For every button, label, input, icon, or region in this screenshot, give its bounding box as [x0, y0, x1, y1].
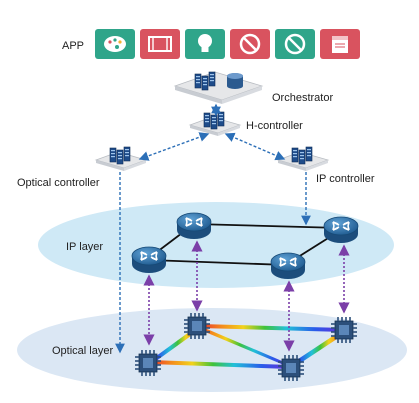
h-controller-label: H-controller	[246, 120, 303, 132]
film-icon	[148, 36, 172, 52]
app-label: APP	[62, 40, 84, 52]
app-tile-eye-slash[interactable]	[230, 29, 270, 59]
app-tile-film[interactable]	[140, 29, 180, 59]
router-icon	[270, 252, 306, 280]
lightbulb-icon	[198, 34, 212, 52]
router-icon	[176, 212, 212, 240]
optical-switch-icon	[277, 354, 305, 382]
palette-icon	[104, 36, 126, 52]
hcontroller-ip-link	[224, 132, 286, 161]
optical-controller-label: Optical controller	[17, 177, 100, 189]
database-icon	[227, 73, 243, 89]
optical-switch-icon	[330, 316, 358, 344]
app-bar	[95, 29, 360, 59]
document-icon	[332, 36, 348, 53]
orchestrator-label: Orchestrator	[272, 92, 333, 104]
ip-controller-node	[276, 146, 330, 171]
optical-layer-label: Optical layer	[52, 345, 113, 357]
ip-controller-label: IP controller	[316, 173, 375, 185]
optical-controller-node	[94, 146, 148, 171]
eye-slash-icon	[239, 33, 261, 55]
optical-switch-icon	[134, 349, 162, 377]
orchestrator-node	[173, 71, 264, 104]
app-tile-lightbulb[interactable]	[185, 29, 225, 59]
app-tile-document[interactable]	[320, 29, 360, 59]
inter-layer-links	[143, 240, 350, 352]
app-tile-compass[interactable]	[275, 29, 315, 59]
app-tile-palette[interactable]	[95, 29, 135, 59]
optical-switch-icon	[183, 312, 211, 340]
router-icon	[131, 246, 167, 274]
hcontroller-optical-link	[138, 132, 210, 161]
ip-layer-label: IP layer	[66, 241, 103, 253]
router-icon	[323, 216, 359, 244]
h-controller-node	[188, 111, 242, 136]
compass-icon	[284, 33, 306, 55]
